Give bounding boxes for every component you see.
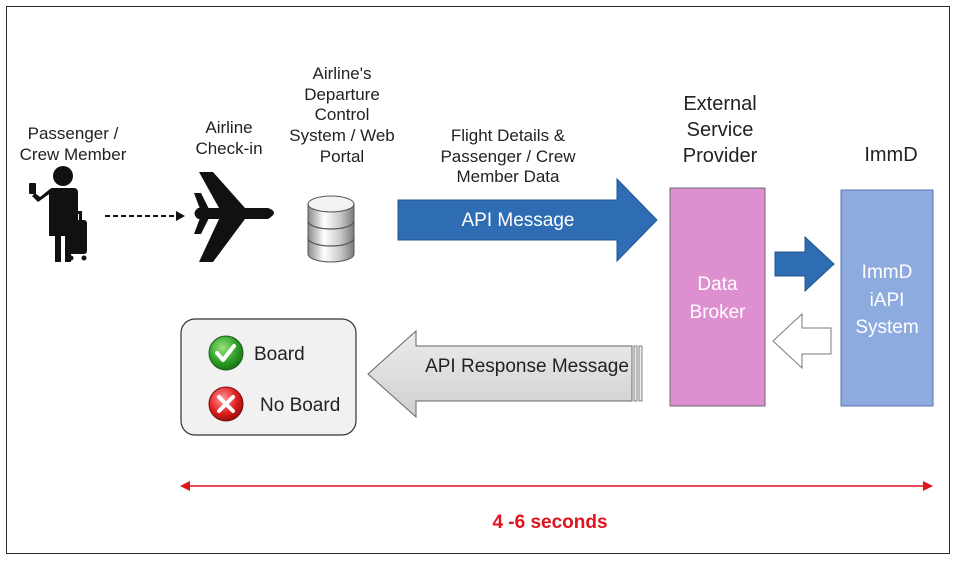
flight-data-label-line2: Passenger / Crew bbox=[440, 146, 576, 166]
api-response-label: API Response Message bbox=[425, 356, 629, 377]
data-broker-label-line2: Broker bbox=[689, 301, 746, 323]
esp-heading: External Service Provider bbox=[660, 91, 780, 169]
dashed-arrow bbox=[105, 211, 185, 221]
timing-label: 4 -6 seconds bbox=[492, 512, 608, 533]
red-cross-icon bbox=[208, 386, 244, 422]
flight-data-label-line3: Member Data bbox=[456, 167, 560, 187]
data-broker-label-line1: Data bbox=[697, 274, 738, 295]
dcs-label-line2: Departure bbox=[304, 84, 380, 104]
diagram-frame bbox=[6, 6, 950, 554]
no-board-label: No Board bbox=[260, 395, 341, 416]
immd-iapi-label-line3: System bbox=[855, 317, 919, 339]
passenger-label-line1: Passenger / bbox=[27, 124, 119, 143]
traveler-with-luggage-icon bbox=[29, 166, 87, 262]
esp-heading-line3: Provider bbox=[682, 145, 758, 167]
checkin-label: Airline Check-in bbox=[180, 118, 278, 159]
flight-data-label-line1: Flight Details & bbox=[450, 126, 566, 145]
flight-data-label: Flight Details & Passenger / Crew Member… bbox=[424, 126, 592, 188]
dcs-label-line1: Airline's bbox=[312, 64, 372, 83]
boarding-decision-panel bbox=[180, 318, 357, 436]
dcs-label-line3: Control bbox=[314, 105, 370, 125]
immd-iapi-box bbox=[840, 189, 934, 407]
database-icon bbox=[307, 195, 355, 263]
green-check-icon bbox=[208, 335, 244, 371]
passenger-label-line2: Crew Member bbox=[19, 144, 127, 164]
checkin-label-line1: Airline bbox=[205, 118, 253, 137]
api-message-label: API Message bbox=[461, 210, 575, 231]
dcs-label-line5: Portal bbox=[319, 146, 365, 166]
data-broker-box bbox=[669, 187, 766, 407]
dcs-label-line4: System / Web bbox=[289, 126, 395, 146]
broker-to-immd-arrow bbox=[774, 235, 835, 293]
data-broker-label: Data Broker bbox=[670, 271, 765, 326]
airplane-icon bbox=[194, 172, 274, 262]
immd-iapi-label-line2: iAPI bbox=[869, 289, 905, 311]
dcs-label: Airline's Departure Control System / Web… bbox=[279, 64, 405, 168]
timing-line bbox=[180, 481, 933, 491]
immd-iapi-label-line1: ImmD bbox=[861, 262, 913, 283]
checkin-label-line2: Check-in bbox=[195, 138, 263, 158]
passenger-label: Passenger / Crew Member bbox=[12, 124, 134, 165]
api-response-arrow bbox=[367, 329, 643, 419]
esp-heading-line1: External bbox=[683, 93, 757, 115]
immd-to-broker-arrow bbox=[772, 312, 832, 370]
esp-heading-line2: Service bbox=[686, 119, 754, 141]
api-message-arrow bbox=[397, 177, 658, 263]
immd-heading: ImmD bbox=[864, 144, 918, 166]
immd-iapi-label: ImmD iAPI System bbox=[841, 259, 933, 342]
board-label: Board bbox=[254, 344, 305, 365]
